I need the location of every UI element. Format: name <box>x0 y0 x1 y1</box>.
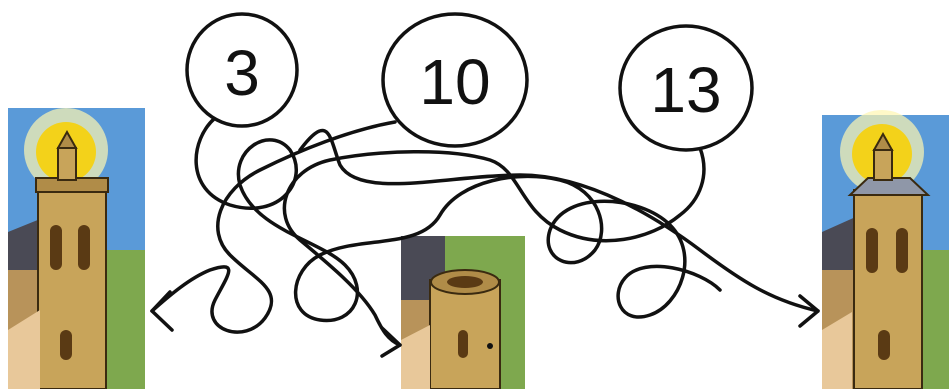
maze-line-from-10 <box>150 120 397 334</box>
maze-line-extra <box>298 128 820 313</box>
number-circle-13[interactable]: 13 <box>618 24 754 152</box>
arrowhead-middle <box>380 326 402 358</box>
picture-middle-tower[interactable] <box>401 236 525 389</box>
arrowhead-right <box>798 294 820 328</box>
number-label-3: 3 <box>224 37 260 109</box>
number-label-10: 10 <box>419 46 490 118</box>
picture-right-tower[interactable] <box>822 110 949 389</box>
number-circle-10[interactable]: 10 <box>381 12 529 148</box>
number-circle-3[interactable]: 3 <box>185 12 299 128</box>
arrowhead-left <box>150 290 174 332</box>
maze-line-from-13 <box>282 146 706 347</box>
picture-left-tower[interactable] <box>8 108 145 389</box>
maze-line-from-3 <box>194 116 722 323</box>
number-label-13: 13 <box>650 54 721 126</box>
